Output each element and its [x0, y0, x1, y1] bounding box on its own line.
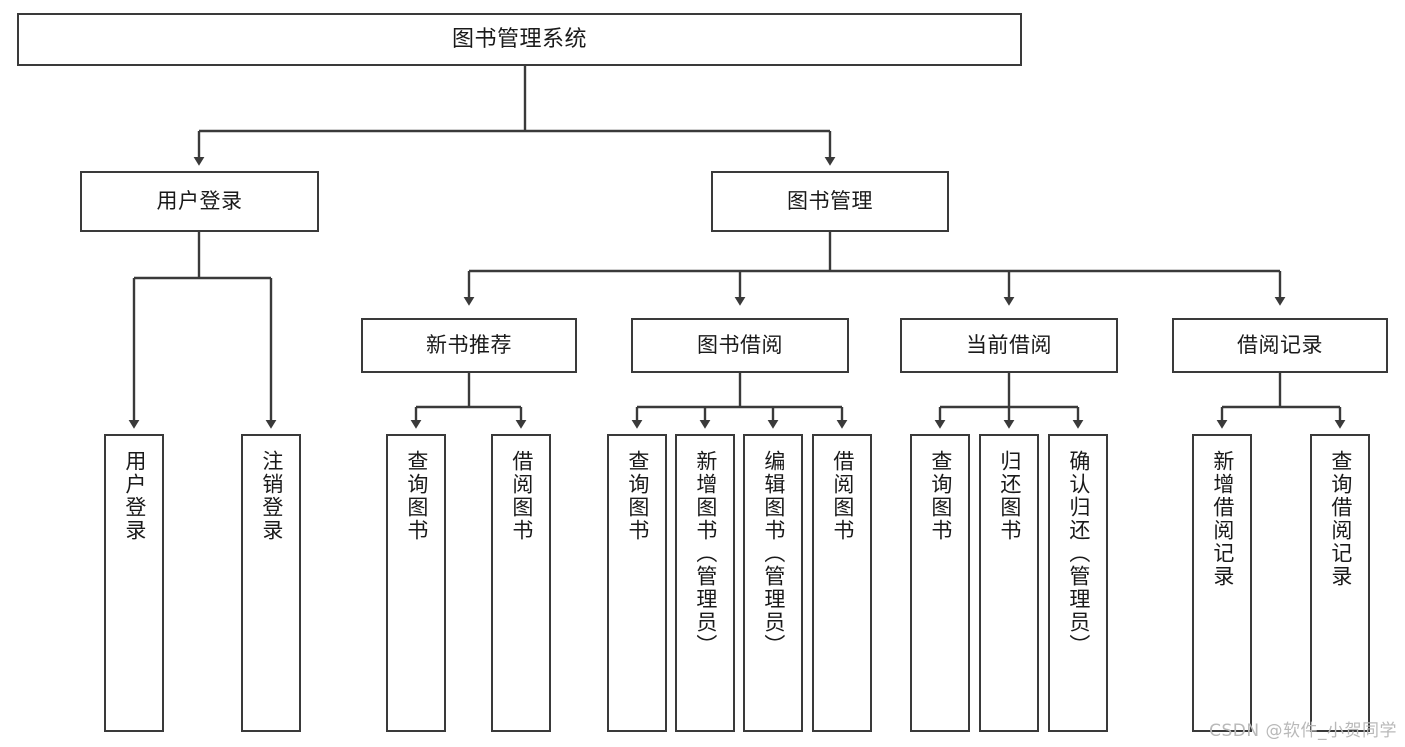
node-label: 借阅图书	[830, 450, 855, 542]
node-label: 确认归还（管理员）	[1066, 450, 1091, 657]
node-leaf-return-book[interactable]: 归还图书	[979, 434, 1039, 732]
node-label: 用户登录	[156, 189, 243, 214]
node-leaf-confirm-return-admin[interactable]: 确认归还（管理员）	[1048, 434, 1108, 732]
node-book-borrow[interactable]: 图书借阅	[631, 318, 849, 373]
node-label: 图书管理	[787, 189, 873, 214]
node-leaf-add-book-admin[interactable]: 新增图书（管理员）	[675, 434, 735, 732]
node-user-login[interactable]: 用户登录	[80, 171, 319, 232]
node-root-book-management-system[interactable]: 图书管理系统	[17, 13, 1022, 66]
node-label: 查询借阅记录	[1328, 450, 1353, 588]
node-leaf-edit-book-admin[interactable]: 编辑图书（管理员）	[743, 434, 803, 732]
node-leaf-add-borrow-record[interactable]: 新增借阅记录	[1192, 434, 1252, 732]
node-label: 借阅图书	[509, 450, 534, 542]
node-label: 查询图书	[404, 450, 429, 542]
node-label: 新书推荐	[426, 333, 512, 358]
node-label: 新增借阅记录	[1210, 450, 1235, 588]
node-label: 查询图书	[625, 450, 650, 542]
node-leaf-query-book-current[interactable]: 查询图书	[910, 434, 970, 732]
node-label: 用户登录	[122, 450, 147, 542]
node-leaf-query-book-borrow[interactable]: 查询图书	[607, 434, 667, 732]
node-leaf-borrow-book-recommend[interactable]: 借阅图书	[491, 434, 551, 732]
node-label: 归还图书	[997, 450, 1022, 542]
node-leaf-borrow-book[interactable]: 借阅图书	[812, 434, 872, 732]
node-label: 新增图书（管理员）	[693, 450, 718, 657]
node-leaf-logout-login[interactable]: 注销登录	[241, 434, 301, 732]
node-label: 借阅记录	[1237, 333, 1323, 358]
node-label: 编辑图书（管理员）	[761, 450, 786, 657]
node-book-management[interactable]: 图书管理	[711, 171, 949, 232]
node-label: 图书管理系统	[451, 26, 587, 52]
node-label: 图书借阅	[697, 333, 783, 358]
node-new-book-recommend[interactable]: 新书推荐	[361, 318, 577, 373]
node-leaf-user-login[interactable]: 用户登录	[104, 434, 164, 732]
node-borrow-record[interactable]: 借阅记录	[1172, 318, 1388, 373]
node-label: 当前借阅	[966, 333, 1052, 358]
node-current-borrow[interactable]: 当前借阅	[900, 318, 1118, 373]
node-leaf-query-book-recommend[interactable]: 查询图书	[386, 434, 446, 732]
node-leaf-query-borrow-record[interactable]: 查询借阅记录	[1310, 434, 1370, 732]
node-label: 注销登录	[259, 450, 284, 542]
node-label: 查询图书	[928, 450, 953, 542]
